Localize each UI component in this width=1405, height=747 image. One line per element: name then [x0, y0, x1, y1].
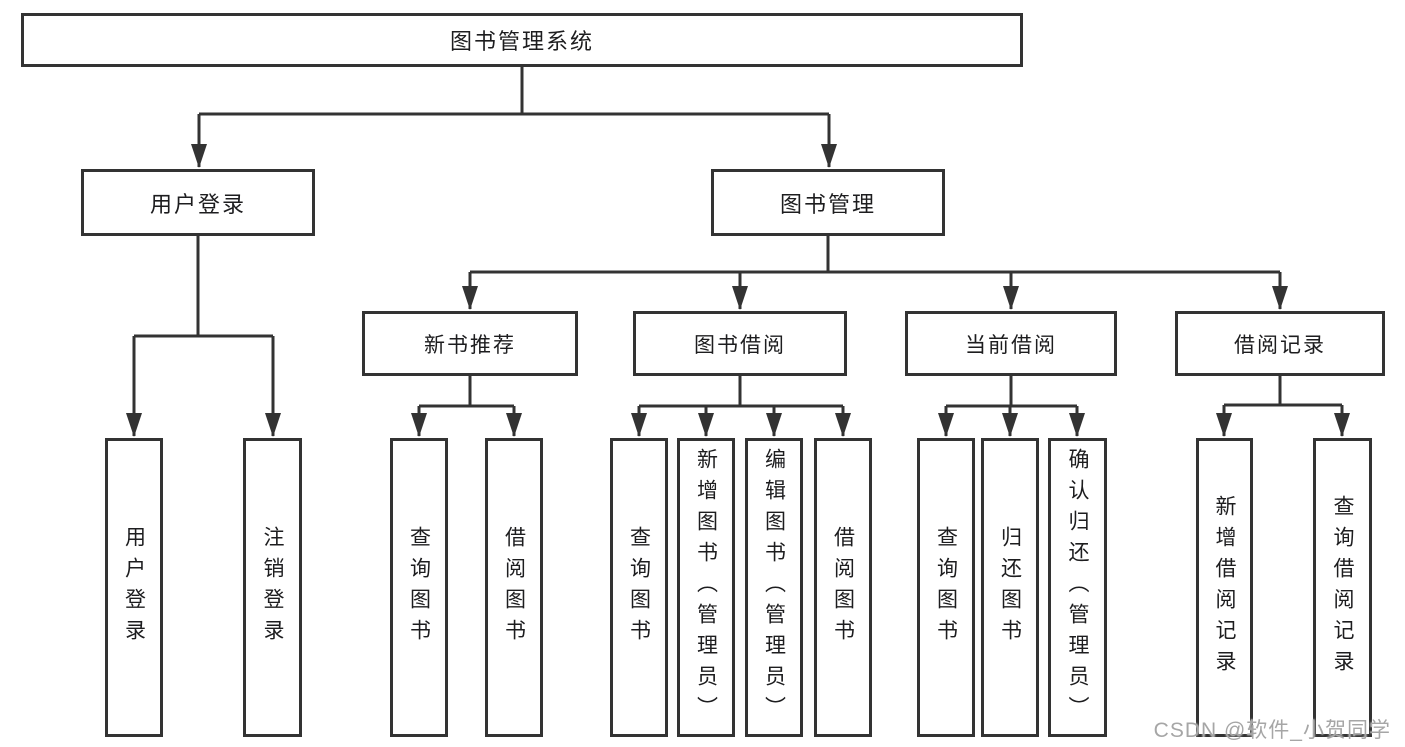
connector-book-management-children [462, 236, 1288, 310]
leaf-query-borrow-record: 查询借阅记录 [1313, 438, 1372, 737]
node-label: 查询图书 [407, 525, 431, 650]
node-label: 确认归还（管理员） [1066, 448, 1089, 727]
leaf-return-book: 归还图书 [981, 438, 1039, 737]
node-label: 新增图书（管理员） [694, 448, 718, 727]
node-label: 查询借阅记录 [1331, 494, 1354, 681]
node-label: 查询图书 [934, 525, 958, 650]
node-borrow-records: 借阅记录 [1175, 311, 1385, 376]
connector-new-book-children [411, 376, 522, 437]
leaf-query-books-recommend: 查询图书 [390, 438, 448, 737]
node-label: 当前借阅 [965, 333, 1057, 357]
node-label: 借阅图书 [502, 525, 526, 650]
node-library-management-system: 图书管理系统 [21, 13, 1023, 67]
node-label: 查询图书 [627, 525, 651, 650]
node-label: 图书管理 [779, 191, 876, 217]
node-label: 编辑图书（管理员） [762, 448, 786, 727]
node-label: 注销登录 [261, 525, 284, 650]
node-book-borrowing: 图书借阅 [633, 311, 847, 376]
csdn-watermark: CSDN @软件_小贺同学 [1153, 719, 1391, 742]
node-label: 图书管理系统 [449, 29, 594, 54]
node-label: 用户登录 [122, 525, 146, 650]
node-label: 图书借阅 [694, 333, 786, 357]
node-label: 用户登录 [149, 191, 246, 217]
node-label: 归还图书 [998, 525, 1022, 650]
node-book-management: 图书管理 [711, 169, 945, 236]
leaf-query-books-borrowing: 查询图书 [610, 438, 668, 737]
leaf-edit-book-admin: 编辑图书（管理员） [745, 438, 803, 737]
leaf-borrow-books-recommend: 借阅图书 [485, 438, 543, 737]
leaf-add-book-admin: 新增图书（管理员） [677, 438, 735, 737]
leaf-add-borrow-record: 新增借阅记录 [1196, 438, 1253, 737]
node-label: 借阅图书 [831, 525, 855, 650]
connector-current-borrowing-children [938, 376, 1085, 437]
node-user-login: 用户登录 [81, 169, 315, 236]
node-label: 借阅记录 [1234, 333, 1326, 357]
leaf-user-login: 用户登录 [105, 438, 163, 737]
connector-borrow-records-children [1216, 376, 1350, 437]
connector-book-borrowing-children [631, 376, 851, 437]
leaf-borrow-books: 借阅图书 [814, 438, 872, 737]
leaf-query-books-current: 查询图书 [917, 438, 975, 737]
connector-root-to-level2 [191, 67, 837, 168]
node-label: 新书推荐 [424, 333, 516, 357]
node-new-book-recommend: 新书推荐 [362, 311, 578, 376]
connector-user-login-children [126, 236, 281, 437]
leaf-confirm-return-admin: 确认归还（管理员） [1048, 438, 1107, 737]
node-label: 新增借阅记录 [1213, 494, 1236, 681]
leaf-logout: 注销登录 [243, 438, 302, 737]
node-current-borrowing: 当前借阅 [905, 311, 1117, 376]
